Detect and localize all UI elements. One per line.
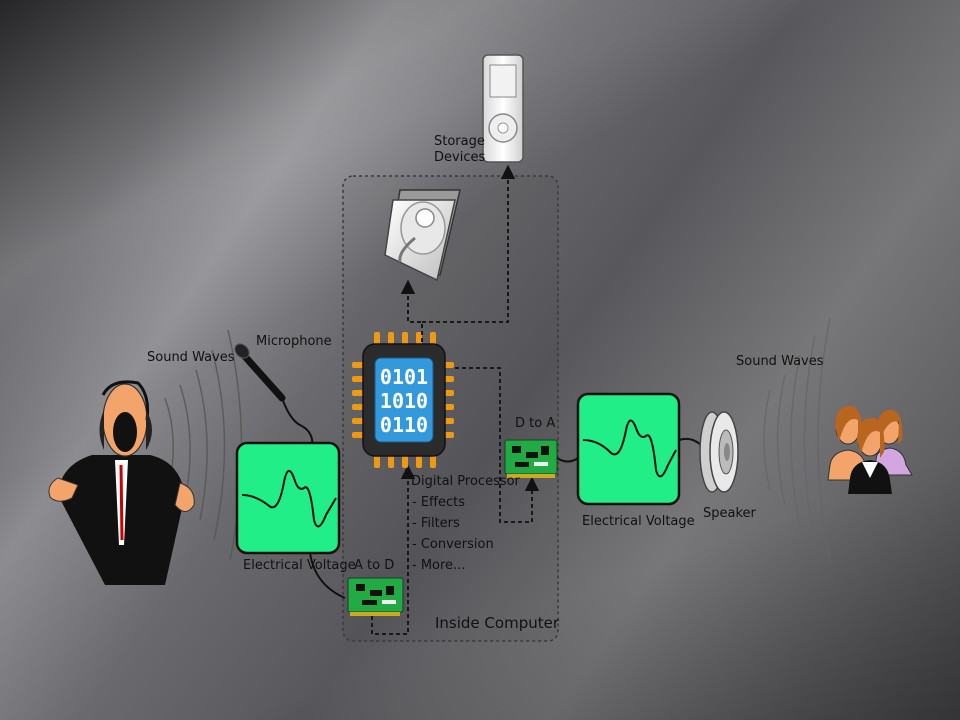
chip-bits-row: 1010 [380, 389, 428, 413]
sound-waves-left [164, 329, 243, 561]
speaker-icon [699, 411, 739, 493]
storage-label-line: Devices [434, 150, 486, 165]
processor-task: - Effects [412, 495, 466, 510]
wire-scope-to-speaker [678, 437, 703, 447]
d-to-a-label: D to A [515, 416, 556, 431]
oscilloscope-left [235, 441, 341, 555]
microphone-icon [234, 343, 314, 451]
storage-label-line: Storage [434, 134, 485, 149]
chip-bits: 0101 1010 0110 [380, 365, 428, 437]
wire-scope-to-adc [309, 552, 346, 599]
processor-task: - Filters [412, 516, 460, 531]
digital-processor-label: Digital Processor [411, 474, 520, 489]
processor-task-list: - Effects - Filters - Conversion - More.… [412, 492, 494, 576]
a-to-d-board-icon [347, 577, 404, 616]
speaker-label: Speaker [703, 506, 756, 521]
wire-dac-to-scope [556, 457, 579, 463]
ipod-storage-icon [482, 54, 524, 163]
audience-icon [827, 405, 913, 494]
inside-computer-label: Inside Computer [435, 614, 559, 632]
oscilloscope-right [576, 392, 681, 506]
flow-processor-to-storage [422, 164, 516, 323]
storage-devices-label: Storage Devices [434, 134, 485, 166]
electrical-voltage-right-label: Electrical Voltage [582, 514, 695, 529]
flow-processor-to-hdd [400, 279, 423, 342]
sound-waves-right [763, 317, 831, 563]
processor-task: - Conversion [412, 537, 494, 552]
electrical-voltage-left-label: Electrical Voltage [243, 558, 356, 573]
processor-chip-icon [352, 332, 454, 468]
processor-task: - More... [412, 558, 466, 573]
d-to-a-board-icon [504, 439, 558, 478]
flow-processor-to-dac [455, 367, 540, 523]
chip-bits-row: 0101 [380, 365, 428, 389]
singer-icon [48, 380, 195, 585]
hard-drive-icon [384, 189, 461, 282]
microphone-label: Microphone [256, 334, 332, 349]
chip-bits-row: 0110 [380, 413, 428, 437]
sound-waves-right-label: Sound Waves [736, 354, 824, 369]
a-to-d-label: A to D [354, 558, 395, 573]
flow-adc-to-processor [371, 464, 416, 635]
sound-waves-left-label: Sound Waves [147, 350, 235, 365]
